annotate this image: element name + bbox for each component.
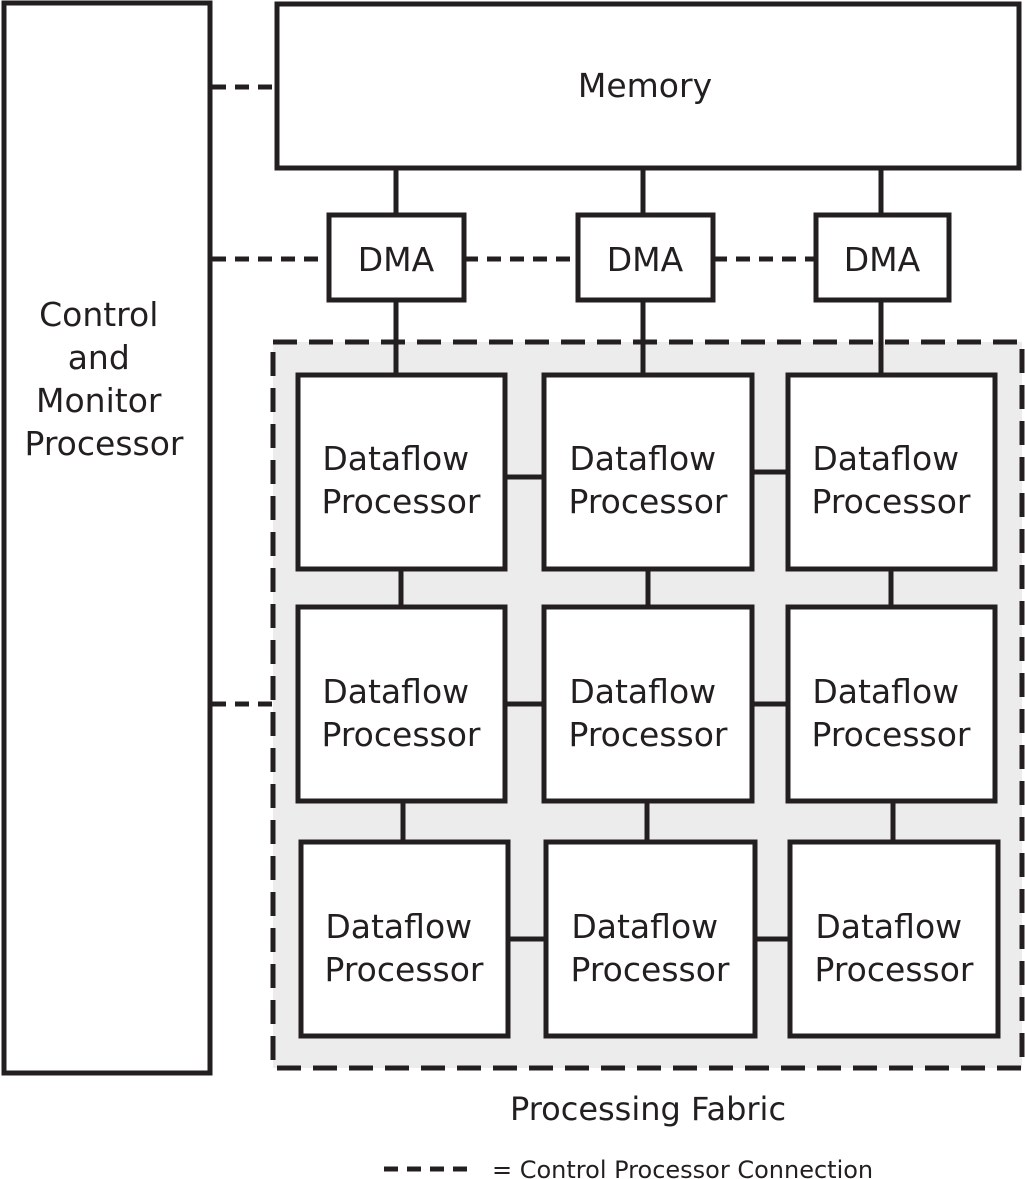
- dataflow-processor: Dataflow Processor: [541, 372, 755, 572]
- svg-text:Dataflow Processor: Dataflow Processor: [571, 907, 730, 989]
- legend: = Control Processor Connection: [384, 1156, 873, 1179]
- control-processor-label-line: and: [68, 338, 130, 377]
- dataflow-processor: Dataflow Processor: [785, 604, 998, 804]
- dataflow-label-line: Processor: [812, 715, 971, 754]
- dataflow-processor: Dataflow Processor: [787, 839, 1001, 1039]
- dataflow-processor: Dataflow Processor: [541, 604, 755, 804]
- dataflow-label-line: Dataflow: [815, 907, 962, 946]
- control-connections: [212, 84, 816, 707]
- dataflow-processor: Dataflow Processor: [295, 604, 508, 804]
- dataflow-label-line: Dataflow: [322, 672, 469, 711]
- dataflow-label-line: Processor: [812, 482, 971, 521]
- svg-text:Dataflow Processor: Dataflow Processor: [815, 907, 974, 989]
- memory-block: Memory: [274, 1, 1022, 171]
- data-connections: [393, 168, 896, 942]
- svg-text:Dataflow Processor: Dataflow Processor: [325, 907, 484, 989]
- svg-text:Dataflow Processor: Dataflow Processor: [812, 439, 971, 521]
- dataflow-label-line: Processor: [322, 715, 481, 754]
- dma-label: DMA: [844, 240, 921, 279]
- svg-text:Dataflow Processor: Dataflow Processor: [812, 672, 971, 754]
- control-processor-label-line: Control: [39, 295, 158, 334]
- dma-block: DMA: [575, 212, 716, 303]
- dataflow-label-line: Processor: [815, 950, 974, 989]
- svg-text:Control and Monito: Control and Monitor Processor: [25, 295, 184, 463]
- dataflow-label-line: Dataflow: [569, 439, 716, 478]
- dma-block: DMA: [326, 212, 467, 303]
- dma-label: DMA: [358, 240, 435, 279]
- svg-text:Dataflow Processor: Dataflow Processor: [569, 439, 728, 521]
- processing-fabric-label: Processing Fabric: [510, 1090, 786, 1128]
- dataflow-label-line: Processor: [322, 482, 481, 521]
- control-monitor-processor: Control and Monitor Processor: [1, 0, 213, 1076]
- dataflow-label-line: Processor: [571, 950, 730, 989]
- svg-text:Dataflow Processor: Dataflow Processor: [569, 672, 728, 754]
- dataflow-processor: Dataflow Processor: [543, 839, 758, 1039]
- dataflow-label-line: Processor: [325, 950, 484, 989]
- svg-text:Dataflow Processor: Dataflow Processor: [322, 439, 481, 521]
- control-processor-label-line: Processor: [25, 424, 184, 463]
- dataflow-label-line: Processor: [569, 482, 728, 521]
- control-processor-label-line: Monitor: [36, 381, 162, 420]
- dataflow-label-line: Dataflow: [325, 907, 472, 946]
- dataflow-label-line: Dataflow: [322, 439, 469, 478]
- dataflow-processor: Dataflow Processor: [295, 372, 508, 572]
- dataflow-label-line: Processor: [569, 715, 728, 754]
- svg-text:Dataflow Processor: Dataflow Processor: [322, 672, 481, 754]
- legend-label: = Control Processor Connection: [492, 1156, 873, 1179]
- dataflow-label-line: Dataflow: [812, 439, 959, 478]
- dataflow-label-line: Dataflow: [571, 907, 718, 946]
- dma-label: DMA: [607, 240, 684, 279]
- dataflow-label-line: Dataflow: [812, 672, 959, 711]
- memory-label: Memory: [578, 66, 712, 105]
- dataflow-label-line: Dataflow: [569, 672, 716, 711]
- dma-block: DMA: [813, 212, 952, 303]
- dataflow-processor: Dataflow Processor: [785, 372, 998, 572]
- dataflow-processor: Dataflow Processor: [298, 839, 511, 1039]
